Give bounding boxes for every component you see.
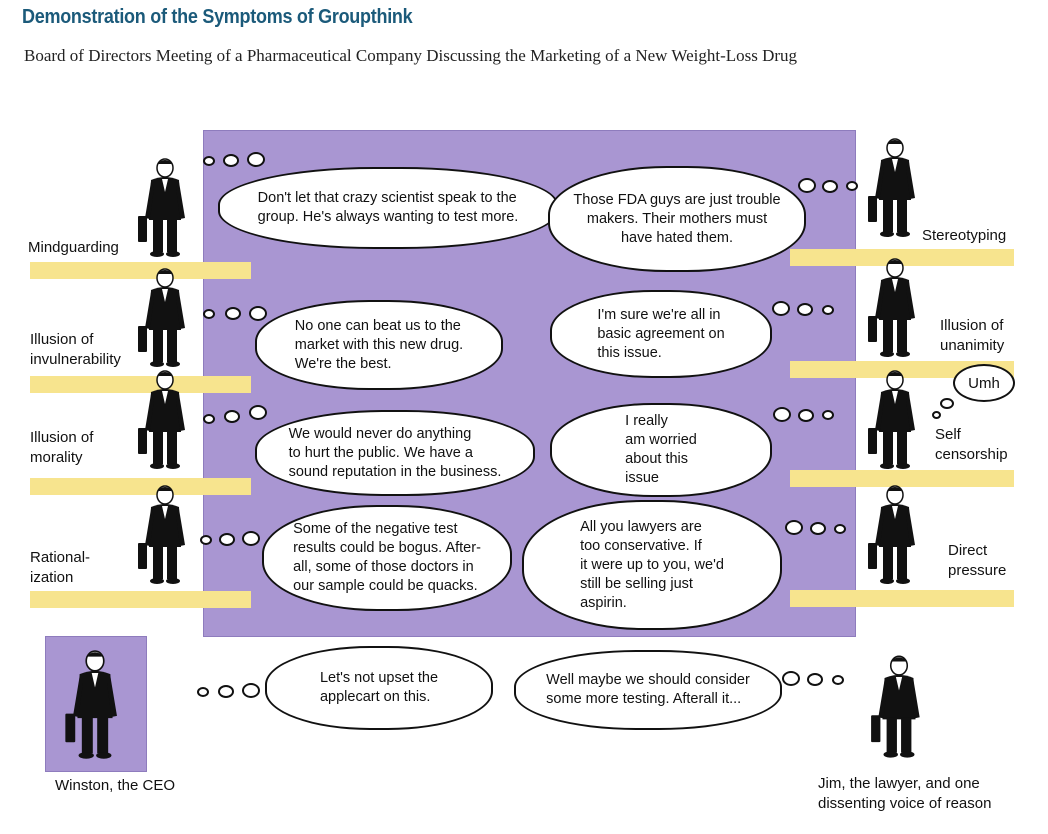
person-unanimity bbox=[867, 258, 916, 358]
bar-invulnerability bbox=[30, 376, 251, 393]
dot bbox=[798, 409, 814, 422]
dot bbox=[822, 180, 838, 193]
dot bbox=[822, 305, 834, 315]
dot bbox=[249, 405, 267, 420]
dot bbox=[203, 414, 215, 424]
label-morality: Illusion of morality bbox=[30, 429, 94, 466]
bubble-rationalization: Some of the negative test results could … bbox=[262, 505, 512, 611]
dot bbox=[807, 673, 823, 686]
dot bbox=[223, 154, 239, 167]
person-self-censorship bbox=[867, 370, 916, 470]
bubble-text: Let's not upset the applecart on this. bbox=[319, 670, 439, 705]
bar-mindguarding bbox=[30, 262, 251, 279]
label-rationalization: Rational- ization bbox=[30, 549, 91, 586]
person-stereotyping bbox=[867, 138, 916, 238]
dot bbox=[249, 306, 267, 321]
person-mindguarding bbox=[137, 158, 186, 258]
umh-bubble: Umh bbox=[953, 364, 1015, 402]
dot bbox=[773, 407, 791, 422]
bubble-text: I'm sure we're all in basic agreement on… bbox=[597, 306, 725, 361]
dot bbox=[782, 671, 800, 686]
bubble-morality: We would never do anything to hurt the p… bbox=[255, 410, 535, 496]
dot bbox=[940, 398, 954, 409]
dot bbox=[203, 156, 215, 166]
label-mindguarding: Mindguarding bbox=[28, 239, 119, 256]
bubble-self-censorship: I really am worried about this issue bbox=[550, 403, 772, 497]
bubble-text: Don't let that crazy scientist speak to … bbox=[257, 190, 519, 225]
bubble-text: Some of the negative test results could … bbox=[293, 521, 481, 594]
bubble-jim: Well maybe we should consider some more … bbox=[514, 650, 782, 730]
dot bbox=[932, 411, 941, 419]
bubble-text: I really am worried about this issue bbox=[625, 413, 697, 486]
bubble-text: All you lawyers are too conservative. If… bbox=[580, 518, 724, 611]
dot bbox=[832, 675, 844, 685]
label-self-censorship: Self censorship bbox=[935, 426, 1008, 463]
label-invulnerability: Illusion of invulnerability bbox=[30, 331, 121, 368]
page-subtitle: Board of Directors Meeting of a Pharmace… bbox=[24, 46, 798, 65]
bubble-ceo: Let's not upset the applecart on this. bbox=[265, 646, 493, 730]
dot bbox=[247, 152, 265, 167]
bubble-direct-pressure: All you lawyers are too conservative. If… bbox=[522, 500, 782, 630]
dot bbox=[242, 531, 260, 546]
bubble-unanimity: I'm sure we're all in basic agreement on… bbox=[550, 290, 772, 378]
label-unanimity: Illusion of unanimity bbox=[940, 317, 1005, 354]
dot bbox=[772, 301, 790, 316]
dot bbox=[224, 410, 240, 423]
bubble-text: Well maybe we should consider some more … bbox=[546, 672, 750, 707]
bar-direct-pressure bbox=[790, 590, 1014, 607]
dot bbox=[798, 178, 816, 193]
bubble-mindguarding: Don't let that crazy scientist speak to … bbox=[218, 167, 558, 249]
dot bbox=[197, 687, 209, 697]
dot bbox=[225, 307, 241, 320]
bubble-text: We would never do anything to hurt the p… bbox=[288, 425, 502, 480]
person-rationalization bbox=[137, 485, 186, 585]
label-stereotyping: Stereotyping bbox=[922, 227, 1007, 244]
label-ceo: Winston, the CEO bbox=[55, 777, 176, 794]
dot bbox=[200, 535, 212, 545]
dot bbox=[218, 685, 234, 698]
dot bbox=[242, 683, 260, 698]
bar-stereotyping bbox=[790, 249, 1014, 266]
dot bbox=[834, 524, 846, 534]
person-morality bbox=[137, 370, 186, 470]
bubble-stereotyping: Those FDA guys are just trouble makers. … bbox=[548, 166, 806, 272]
bar-self-censorship bbox=[790, 470, 1014, 487]
bar-rationalization bbox=[30, 591, 251, 608]
umh-text: Umh bbox=[968, 374, 1000, 392]
dot bbox=[219, 533, 235, 546]
bubble-text: No one can beat us to the market with th… bbox=[294, 317, 464, 372]
bubble-invulnerability: No one can beat us to the market with th… bbox=[255, 300, 503, 390]
person-invulnerability bbox=[137, 268, 186, 368]
bubble-text: Those FDA guys are just trouble makers. … bbox=[573, 191, 781, 246]
person-jim bbox=[870, 655, 921, 759]
dot bbox=[203, 309, 215, 319]
dot bbox=[846, 181, 858, 191]
dot bbox=[810, 522, 826, 535]
person-ceo bbox=[64, 650, 118, 760]
page-title: Demonstration of the Symptoms of Groupth… bbox=[22, 6, 413, 28]
dot bbox=[822, 410, 834, 420]
dot bbox=[797, 303, 813, 316]
dot bbox=[785, 520, 803, 535]
person-direct-pressure bbox=[867, 485, 916, 585]
bar-morality bbox=[30, 478, 251, 495]
label-jim: Jim, the lawyer, and one dissenting voic… bbox=[818, 775, 992, 812]
label-direct-pressure: Direct pressure bbox=[948, 542, 1007, 579]
